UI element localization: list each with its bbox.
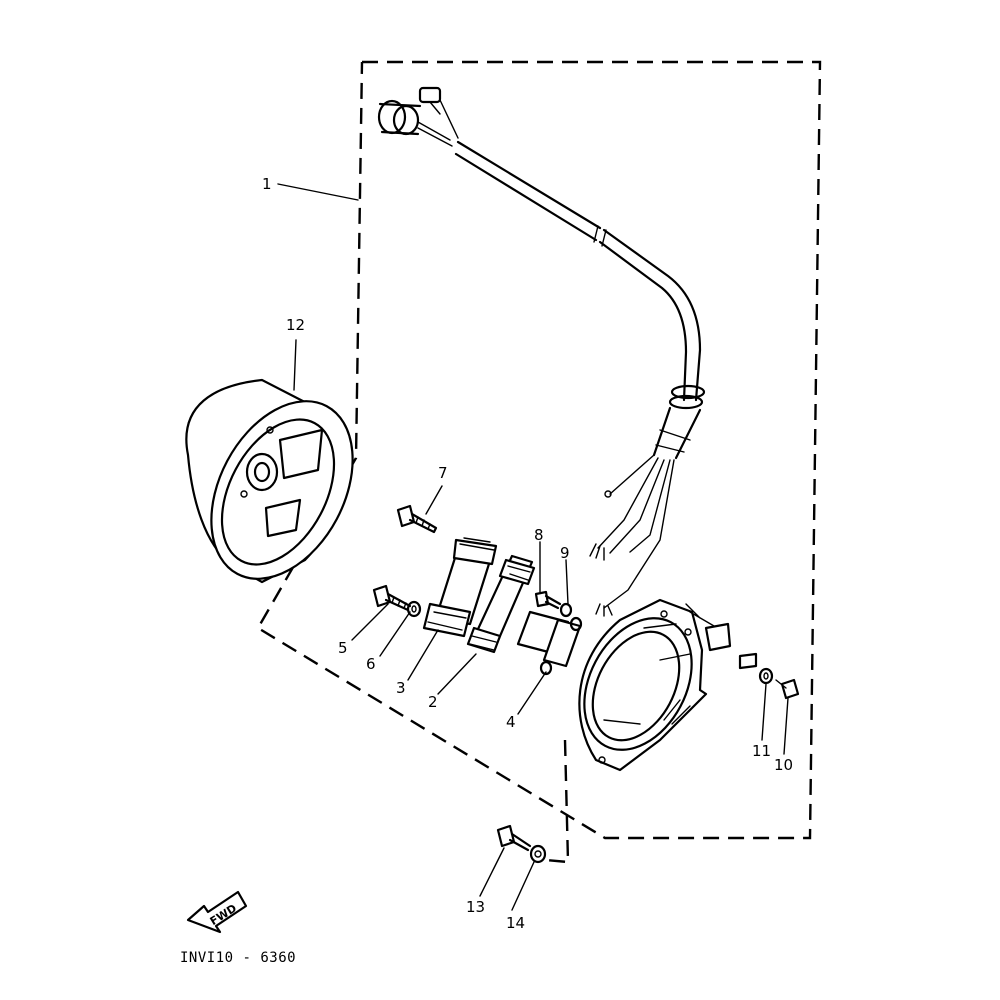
screw-part-5 <box>372 584 412 612</box>
screw-part-10 <box>775 678 800 700</box>
stator-base-plate <box>578 598 708 772</box>
callout-12: 12 <box>286 316 305 334</box>
sensor-bracket <box>685 603 732 652</box>
coil-part-2 <box>466 554 536 654</box>
washer-part-9 <box>559 602 573 618</box>
callout-6: 6 <box>366 655 376 673</box>
callout-7: 7 <box>438 464 448 482</box>
leader-lines <box>277 183 789 911</box>
pickup-plate-part-4 <box>516 610 583 676</box>
washer-part-11 <box>758 667 774 685</box>
callout-11: 11 <box>752 742 771 760</box>
washer-part-6 <box>406 600 422 618</box>
assembly-boundary <box>256 60 822 864</box>
callout-9: 9 <box>560 544 570 562</box>
callout-14: 14 <box>506 914 525 932</box>
wire-harness <box>377 86 706 617</box>
flywheel-rotor <box>185 378 354 584</box>
screw-part-8 <box>534 590 562 610</box>
callout-1: 1 <box>262 175 272 193</box>
callout-8: 8 <box>534 526 544 544</box>
drawing-code: INVI10 - 6360 <box>180 950 296 966</box>
spacer-block <box>738 652 758 670</box>
callout-13: 13 <box>466 898 485 916</box>
screw-part-13 <box>496 824 532 852</box>
screw-part-7 <box>396 504 438 534</box>
callout-10: 10 <box>774 756 793 774</box>
coil-part-3 <box>422 537 498 638</box>
callout-3: 3 <box>396 679 406 697</box>
callout-5: 5 <box>338 639 348 657</box>
callout-4: 4 <box>506 713 516 731</box>
callout-2: 2 <box>428 693 438 711</box>
fwd-arrow-icon: FWD <box>186 890 248 934</box>
callouts: 1 12 7 8 9 5 6 3 2 4 11 10 13 14 <box>262 175 793 932</box>
washer-part-14 <box>529 844 547 864</box>
